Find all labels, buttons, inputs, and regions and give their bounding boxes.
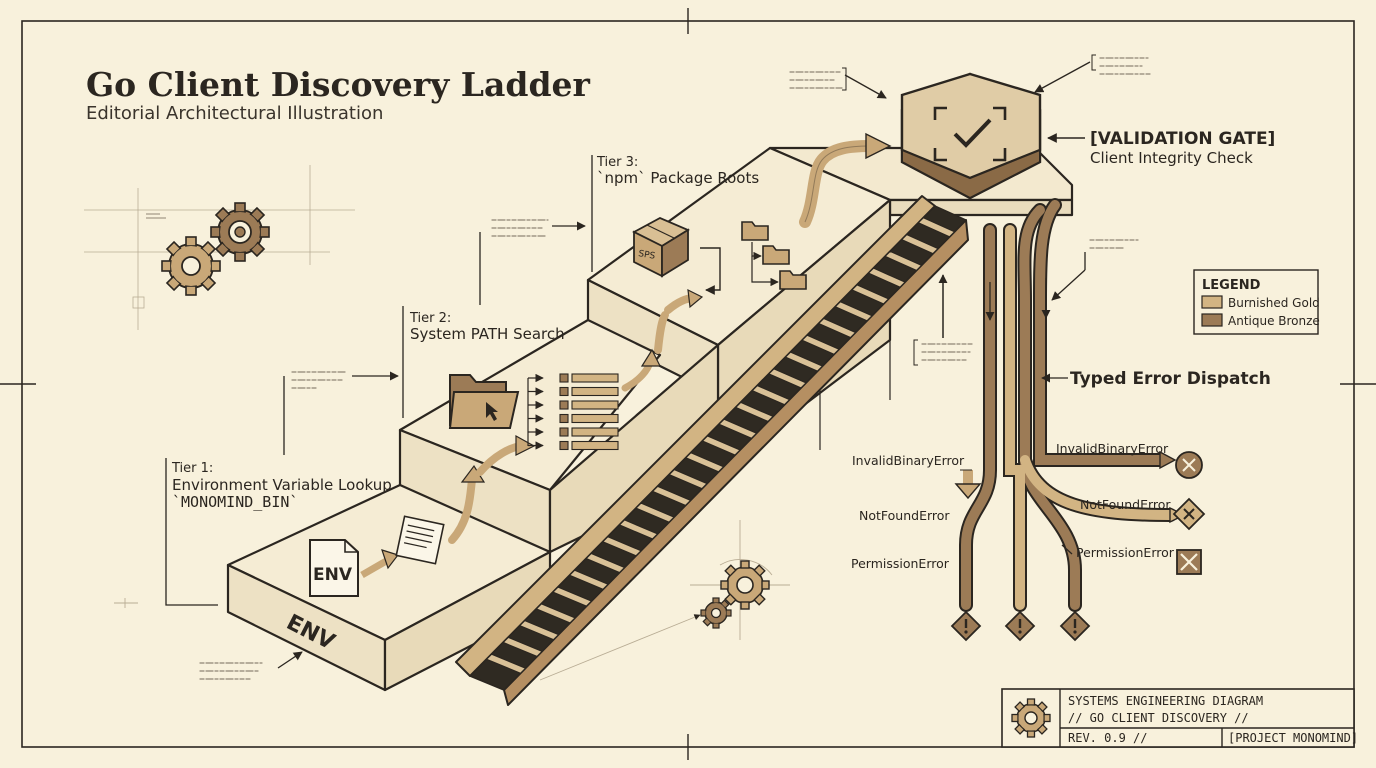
env-card-label: ENV: [313, 565, 353, 585]
arrow-gold: [448, 476, 476, 544]
ladder-rung: [851, 284, 890, 305]
title-block-rev: REV. 0.9 //: [1068, 731, 1147, 745]
dispatch-pipes: [959, 198, 1177, 612]
ladder-rung: [917, 217, 956, 238]
ladder-rung: [519, 620, 560, 641]
ladder-rung: [718, 418, 758, 439]
ladder-rung: [801, 334, 840, 355]
error-label-permission: PermissionError: [851, 556, 950, 571]
ladder: [455, 195, 969, 706]
list-bullet: [559, 386, 569, 397]
error-label-invalid-binary-right: InvalidBinaryError: [1056, 441, 1169, 456]
ladder-rung: [868, 267, 906, 288]
gate-subtitle: Client Integrity Check: [1090, 149, 1253, 167]
dispatch-title: Typed Error Dispatch: [1070, 369, 1271, 389]
legend-swatch-bronze: [1201, 313, 1223, 327]
ladder-rung: [535, 603, 576, 624]
validation-gate: [900, 72, 1042, 200]
ladder-rung: [602, 536, 642, 557]
error-label-invalid-binary: InvalidBinaryError: [852, 453, 965, 468]
tier3-label: Tier 3:: [596, 155, 638, 170]
tick-marks: [146, 213, 166, 219]
ladder-rung: [901, 234, 939, 255]
document-icon: [395, 515, 445, 565]
tier1-bracket: [165, 458, 218, 606]
ladder-rung: [486, 653, 527, 674]
ladder-rung: [735, 401, 774, 422]
ladder-rung: [552, 586, 593, 607]
tier1-label: Tier 1:: [171, 461, 213, 476]
list-bar: [571, 400, 619, 410]
legend-title: LEGEND: [1202, 278, 1261, 293]
tier1-name: Environment Variable Lookup: [172, 476, 392, 494]
gear-icon: [1011, 698, 1051, 738]
list-bullet: [559, 373, 569, 383]
error-label-permission-right: PermissionError: [1076, 545, 1175, 560]
title-block: SYSTEMS ENGINEERING DIAGRAM // GO CLIENT…: [1001, 688, 1358, 748]
list-bar: [571, 427, 619, 437]
ladder-rung: [818, 317, 857, 339]
check-icon: [933, 106, 1007, 162]
legend-item-gold: Burnished Gold: [1228, 296, 1320, 310]
title-block-line1: SYSTEMS ENGINEERING DIAGRAM: [1068, 694, 1263, 708]
ladder-rung: [569, 569, 609, 590]
error-circle-icon: [1175, 451, 1203, 479]
list-bar: [571, 413, 619, 424]
list-bullet: [559, 413, 569, 424]
arrow-gold: [360, 556, 390, 579]
ladder-rung: [701, 435, 741, 456]
ladder-rung: [652, 485, 692, 506]
list-bullet: [559, 440, 569, 451]
annotation-scribbles: [199, 57, 1151, 680]
ladder-rung: [884, 250, 923, 271]
warning-icons: [950, 610, 1091, 642]
package-box-icon: SPS: [632, 217, 690, 278]
ladder-rung: [784, 351, 824, 372]
folder-tree: [741, 221, 807, 290]
gear-icon: [700, 597, 732, 629]
list-bar: [571, 373, 619, 383]
ladder-rung: [618, 519, 659, 540]
error-label-not-found-right: NotFoundError: [1080, 497, 1171, 512]
tier1-code: `MONOMIND_BIN`: [172, 493, 298, 511]
legend-item-bronze: Antique Bronze: [1228, 314, 1320, 328]
page-subtitle: Editorial Architectural Illustration: [86, 103, 383, 124]
gear-icon: [720, 560, 770, 610]
gate-title: [VALIDATION GATE]: [1090, 129, 1275, 149]
error-diamond-icon: [1172, 497, 1206, 531]
tier3-name: `npm` Package Roots: [597, 169, 759, 187]
folder-icon: [448, 374, 520, 429]
list-rows: [527, 373, 619, 451]
error-label-not-found: NotFoundError: [859, 508, 950, 523]
ladder-rung: [685, 452, 725, 473]
ladder-rung: [585, 552, 626, 574]
ladder-rung: [768, 368, 807, 389]
title-block-line2: // GO CLIENT DISCOVERY //: [1068, 711, 1249, 725]
legend: LEGEND Burnished Gold Antique Bronze: [1193, 269, 1320, 335]
ladder-rung: [502, 636, 543, 657]
list-bullet: [559, 427, 569, 437]
gear-icon: [161, 236, 221, 296]
list-bullet: [559, 400, 569, 410]
gear-icon: [210, 202, 270, 262]
ladder-rung: [668, 469, 708, 490]
page-title: Go Client Discovery Ladder: [86, 65, 591, 104]
ladder-rung: [751, 385, 791, 406]
package-box-label: SPS: [637, 249, 656, 262]
ladder-rung: [834, 301, 873, 322]
title-block-project: [PROJECT MONOMIND]: [1228, 731, 1358, 745]
tier2-name: System PATH Search: [410, 325, 565, 343]
registration-ticks: [0, 8, 1376, 760]
arrow-gold: [799, 140, 876, 228]
tier2-label: Tier 2:: [409, 311, 451, 326]
list-bar: [571, 440, 619, 451]
env-card: ENV: [309, 539, 359, 597]
legend-swatch-gold: [1201, 295, 1223, 309]
error-square-icon: [1176, 549, 1202, 575]
ladder-rung: [635, 502, 675, 523]
list-bar: [571, 386, 619, 397]
